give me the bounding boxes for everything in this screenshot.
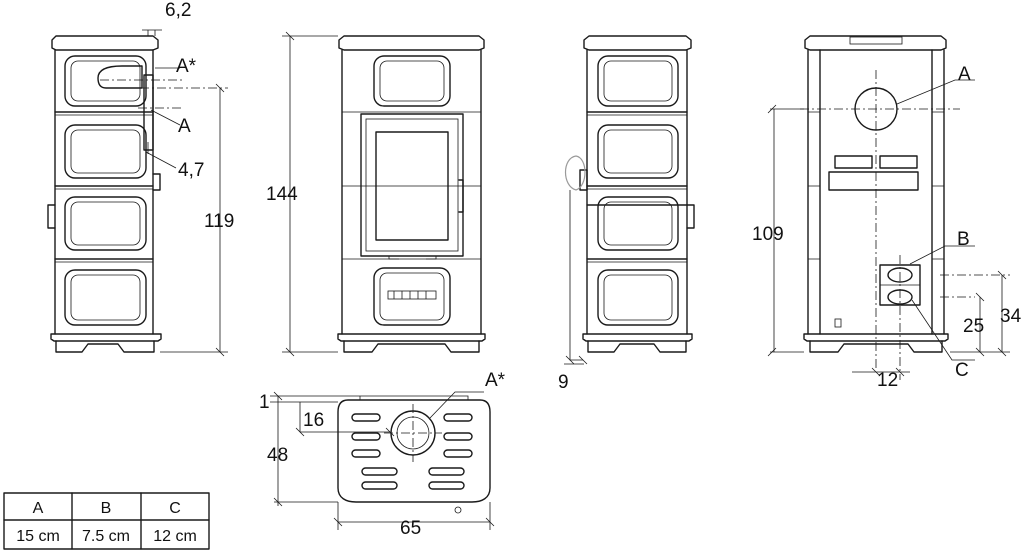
rear-c-height-label: 25 — [963, 316, 984, 337]
side2-offset-label: 9 — [558, 372, 569, 393]
table-header-a: A — [33, 500, 44, 517]
rear-view: A B C 109 34 25 12 — [752, 35, 1022, 391]
rear-inlet-c-label: C — [955, 360, 969, 381]
rear-inlet-b-label: B — [957, 229, 970, 250]
front-height-label: 144 — [266, 184, 298, 205]
rear-b-height-label: 34 — [1000, 306, 1022, 327]
plan-flue-offset-label: 16 — [303, 410, 324, 431]
side-top-offset-label: 6,2 — [165, 0, 191, 21]
plan-depth-label: 48 — [267, 445, 288, 466]
side-view-right: 9 — [558, 35, 695, 393]
table-value-b: 7.5 cm — [82, 528, 130, 545]
table-header-c: C — [169, 500, 181, 517]
plan-top-offset-label: 1 — [259, 392, 270, 413]
plan-width-label: 65 — [400, 518, 421, 539]
side-flue-height-label: 119 — [204, 211, 234, 232]
plan-flue-label: A* — [485, 370, 506, 391]
table-header-b: B — [101, 500, 112, 517]
table-value-c: 12 cm — [153, 528, 197, 545]
side-view-left: 6,2 A* A 4,7 119 — [47, 0, 234, 357]
front-view: 144 — [266, 31, 486, 357]
rear-flue-height-label: 109 — [752, 224, 784, 245]
side-flue-label: A — [178, 116, 191, 137]
table-value-a: 15 cm — [16, 528, 60, 545]
rear-inlet-offset-label: 12 — [877, 370, 898, 391]
rear-flue-label: A — [958, 64, 971, 85]
side-depth-offset-label: 4,7 — [178, 160, 204, 181]
plan-view: 1 16 A* 48 65 — [259, 370, 506, 539]
diameter-table: A B C 15 cm 7.5 cm 12 cm — [3, 492, 210, 550]
side-flue-top-label: A* — [176, 56, 197, 77]
